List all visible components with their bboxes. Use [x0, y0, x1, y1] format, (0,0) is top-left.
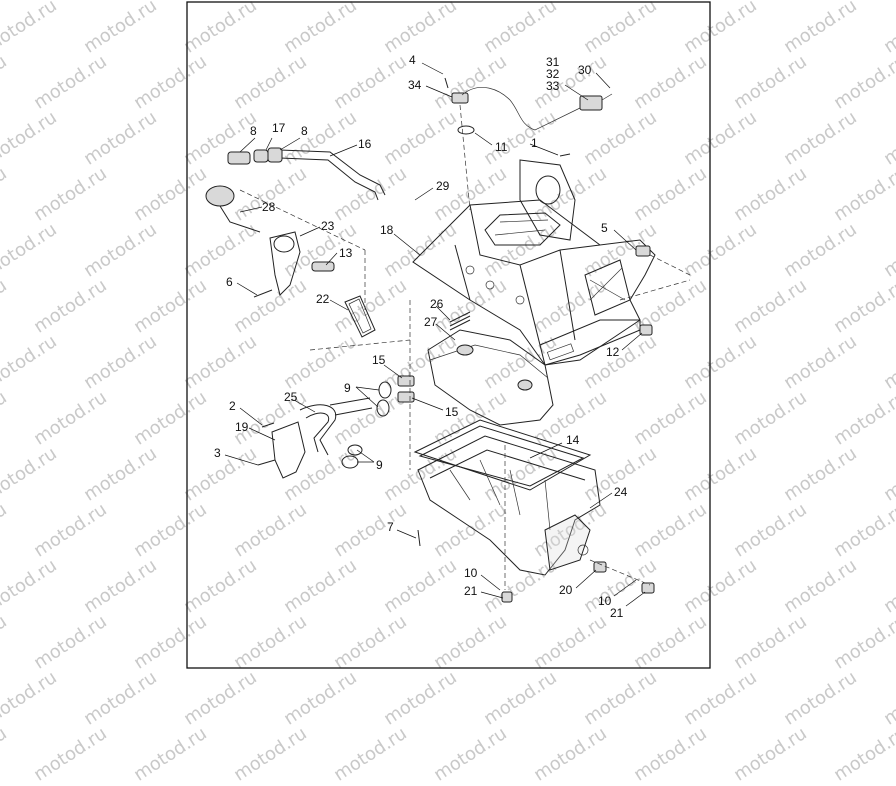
- callout-9-lower: 9: [376, 458, 383, 472]
- watermark-text: motod.ru: [730, 723, 811, 786]
- callout-21-right: 21: [610, 606, 624, 620]
- watermark-text: motod.ru: [230, 723, 311, 786]
- callout-32: 32: [546, 67, 560, 81]
- watermark-text: motod.ru: [830, 723, 896, 786]
- watermark-text: motod.ru: [30, 723, 111, 786]
- callout-10-left: 10: [464, 566, 478, 580]
- callout-6: 6: [226, 275, 233, 289]
- fasteners: [253, 245, 655, 603]
- top-cover: [427, 329, 554, 426]
- callout-23: 23: [321, 219, 335, 233]
- watermark-text: motod.ru: [0, 667, 61, 730]
- callout-5: 5: [601, 221, 608, 235]
- watermark-text: motod.ru: [680, 667, 761, 730]
- callout-26: 26: [430, 297, 444, 311]
- watermark-text: motod.ru: [330, 723, 411, 786]
- watermark-text: motod.ru: [630, 723, 711, 786]
- callout-15-lower: 15: [445, 405, 459, 419]
- callout-24: 24: [614, 485, 628, 499]
- watermark-text: motod.ru: [0, 723, 11, 786]
- watermark-text: motod.ru: [530, 723, 611, 786]
- callout-11: 11: [495, 140, 508, 154]
- spring: [449, 311, 471, 331]
- callout-27: 27: [424, 315, 438, 329]
- callout-22: 22: [316, 292, 330, 306]
- leader-lines: [224, 62, 646, 607]
- callout-31: 31: [546, 55, 560, 69]
- callout-labels: 4 34 31 32 33 30 11 1 8 17 8 16 29 28 23…: [214, 53, 628, 620]
- callout-16: 16: [358, 137, 372, 151]
- watermark-text: motod.ru: [480, 667, 561, 730]
- diagram-frame: [186, 1, 711, 669]
- callout-13: 13: [339, 246, 353, 260]
- callout-2: 2: [229, 399, 236, 413]
- bracket: [271, 421, 306, 479]
- callout-20: 20: [559, 583, 573, 597]
- callout-33: 33: [546, 79, 560, 93]
- gasket: [344, 295, 376, 338]
- callout-19: 19: [235, 420, 249, 434]
- callout-25: 25: [284, 390, 298, 404]
- assembly-lines: [239, 189, 691, 590]
- callout-17: 17: [272, 121, 286, 135]
- callout-15-upper: 15: [372, 353, 386, 367]
- callout-7: 7: [387, 520, 394, 534]
- sensor-wiring: [444, 77, 613, 211]
- transmission-housing: [412, 159, 656, 366]
- callout-3: 3: [214, 446, 221, 460]
- watermark-text: motod.ru: [580, 667, 661, 730]
- watermark-text: motod.ru: [180, 667, 261, 730]
- callout-29: 29: [436, 179, 450, 193]
- hose-assembly: [299, 375, 415, 469]
- callout-28: 28: [262, 200, 276, 214]
- callout-18: 18: [380, 223, 394, 237]
- callout-9-upper: 9: [344, 381, 351, 395]
- callout-12: 12: [606, 345, 620, 359]
- filler-neck-assembly: [205, 147, 386, 296]
- callout-8-right: 8: [301, 124, 308, 138]
- callout-1: 1: [531, 136, 538, 150]
- watermark-text: motod.ru: [430, 723, 511, 786]
- callout-10-right: 10: [598, 594, 612, 608]
- exploded-parts-diagram: 4 34 31 32 33 30 11 1 8 17 8 16 29 28 23…: [186, 1, 711, 669]
- callout-34: 34: [408, 78, 422, 92]
- callout-21-left: 21: [464, 584, 478, 598]
- callout-4: 4: [409, 53, 416, 67]
- callout-30: 30: [578, 63, 592, 77]
- callout-8-left: 8: [250, 124, 257, 138]
- oil-pan: [413, 419, 601, 576]
- watermark-text: motod.ru: [130, 723, 211, 786]
- callout-14: 14: [566, 433, 580, 447]
- watermark-text: motod.ru: [280, 667, 361, 730]
- watermark-text: motod.ru: [380, 667, 461, 730]
- watermark-text: motod.ru: [780, 667, 861, 730]
- watermark-text: motod.ru: [880, 667, 896, 730]
- watermark-text: motod.ru: [80, 667, 161, 730]
